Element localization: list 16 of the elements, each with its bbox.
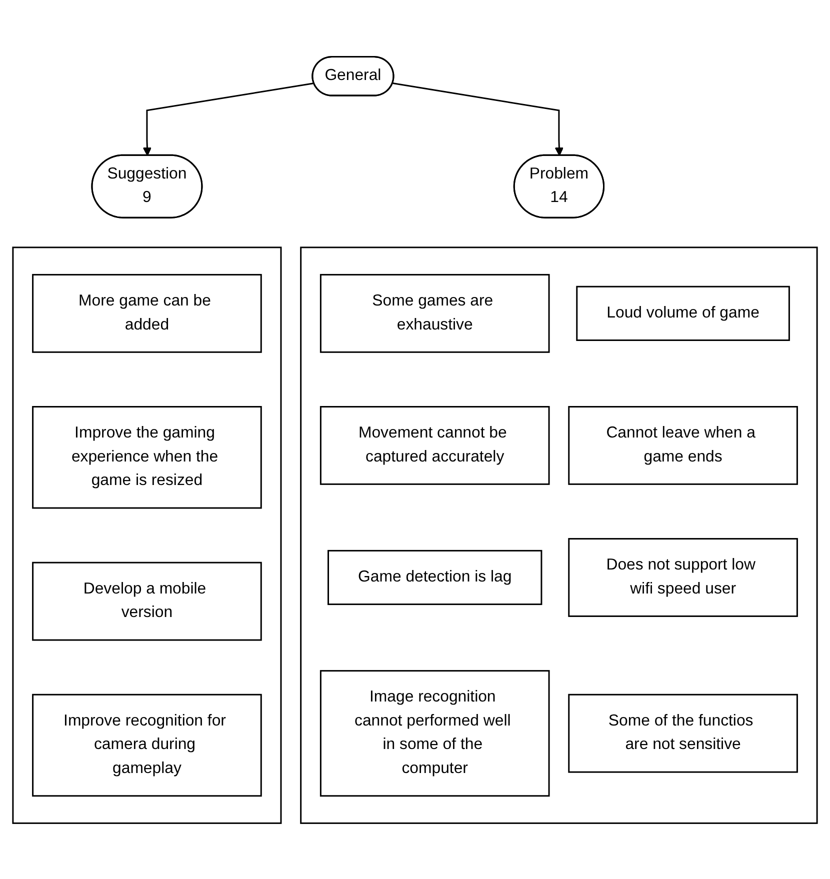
node-box: Loud volume of game: [576, 285, 790, 340]
node-box: More game can be added: [32, 273, 262, 352]
node-box: Image recognition cannot performed well in some of the computer: [320, 670, 550, 796]
node-box: Develop a mobile version: [32, 561, 262, 640]
node-box: Cannot leave when a game ends: [568, 406, 798, 484]
node-box: Improve the gaming experience when the game is resized: [32, 406, 262, 508]
node-box: Improve recognition for camera during gameplay: [32, 693, 262, 796]
node-box: Some games are exhaustive: [320, 273, 550, 352]
node-box: Some of the functios are not sensitive: [568, 693, 798, 772]
node-box: Game detection is lag: [328, 549, 542, 605]
node-box: Movement cannot be captured accurately: [320, 406, 550, 484]
cluster: [12, 246, 282, 824]
arrow: [392, 82, 564, 156]
node-box: Does not support low wifi speed user: [568, 538, 798, 616]
arrow: [142, 82, 314, 156]
cluster: [300, 246, 818, 824]
